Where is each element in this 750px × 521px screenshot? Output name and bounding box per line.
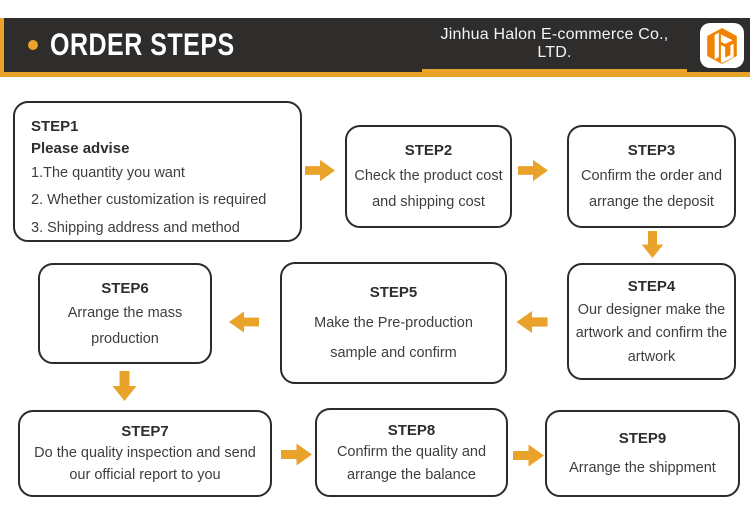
arrow-down-icon [641,231,664,258]
step-line: 1.The quantity you want [31,164,185,181]
arrow-right-icon [305,159,335,182]
arrow-right-icon [518,159,548,182]
step-title: STEP7 [121,423,169,441]
page-title: ORDER STEPS [50,26,235,62]
company-block: Jinhua Halon E-commerce Co., LTD. [422,26,687,72]
step-line: our official report to you [69,467,221,484]
company-logo [700,23,744,68]
step-box-8: STEP8 Confirm the quality and arrange th… [315,408,508,497]
step-title: STEP1 [31,118,79,135]
step-title: STEP9 [618,430,667,448]
step-line: arrange the balance [347,466,476,483]
arrow-right-icon [513,444,544,467]
step-line: Confirm the quality and [336,444,487,461]
step-line: Arrange the mass [67,305,183,322]
header-title-group: ORDER STEPS [28,18,235,72]
arrow-right-icon [281,443,312,466]
header-bar: ORDER STEPS Jinhua Halon E-commerce Co.,… [0,18,750,77]
arrow-down-icon [112,371,137,401]
step-line: and shipping cost [372,194,485,211]
step-box-1: STEP1 Please advise 1.The quantity you w… [13,101,302,242]
step-box-3: STEP3 Confirm the order and arrange the … [567,125,736,228]
step-line: Arrange the shippment [569,459,716,476]
step-line: sample and confirm [330,345,457,362]
step-box-5: STEP5 Make the Pre-production sample and… [280,262,507,384]
step-title: STEP5 [369,283,418,301]
step-line: Our designer make the [577,301,726,318]
step-title: STEP3 [627,142,676,160]
step-box-4: STEP4 Our designer make the artwork and … [567,263,736,380]
step-box-9: STEP9 Arrange the shippment [545,410,740,497]
step-title: STEP8 [387,421,436,439]
step-line: artwork [627,348,676,365]
halon-logo-icon [707,27,737,64]
step-subtitle: Please advise [31,139,130,157]
step-line: Check the product cost [354,168,503,185]
arrow-left-icon [516,311,548,333]
step-title: STEP4 [627,277,676,295]
bullet-icon [28,40,38,50]
step-line: Confirm the order and [580,168,723,185]
company-name: Jinhua Halon E-commerce Co., LTD. [440,26,669,61]
step-line: arrange the deposit [589,194,714,211]
step-line: Do the quality inspection and send [34,445,256,462]
step-title: STEP6 [101,279,149,297]
company-underline [422,69,687,72]
arrow-left-icon [229,311,259,333]
step-line: 2. Whether customization is required [31,192,267,209]
step-line: production [91,330,159,347]
step-box-7: STEP7 Do the quality inspection and send… [18,410,272,497]
step-box-2: STEP2 Check the product cost and shippin… [345,125,512,228]
step-line: 3. Shipping address and method [31,219,240,236]
step-line: artwork and confirm the [575,325,728,342]
step-title: STEP2 [404,142,453,160]
step-line: Make the Pre-production [314,314,473,331]
step-box-6: STEP6 Arrange the mass production [38,263,212,364]
